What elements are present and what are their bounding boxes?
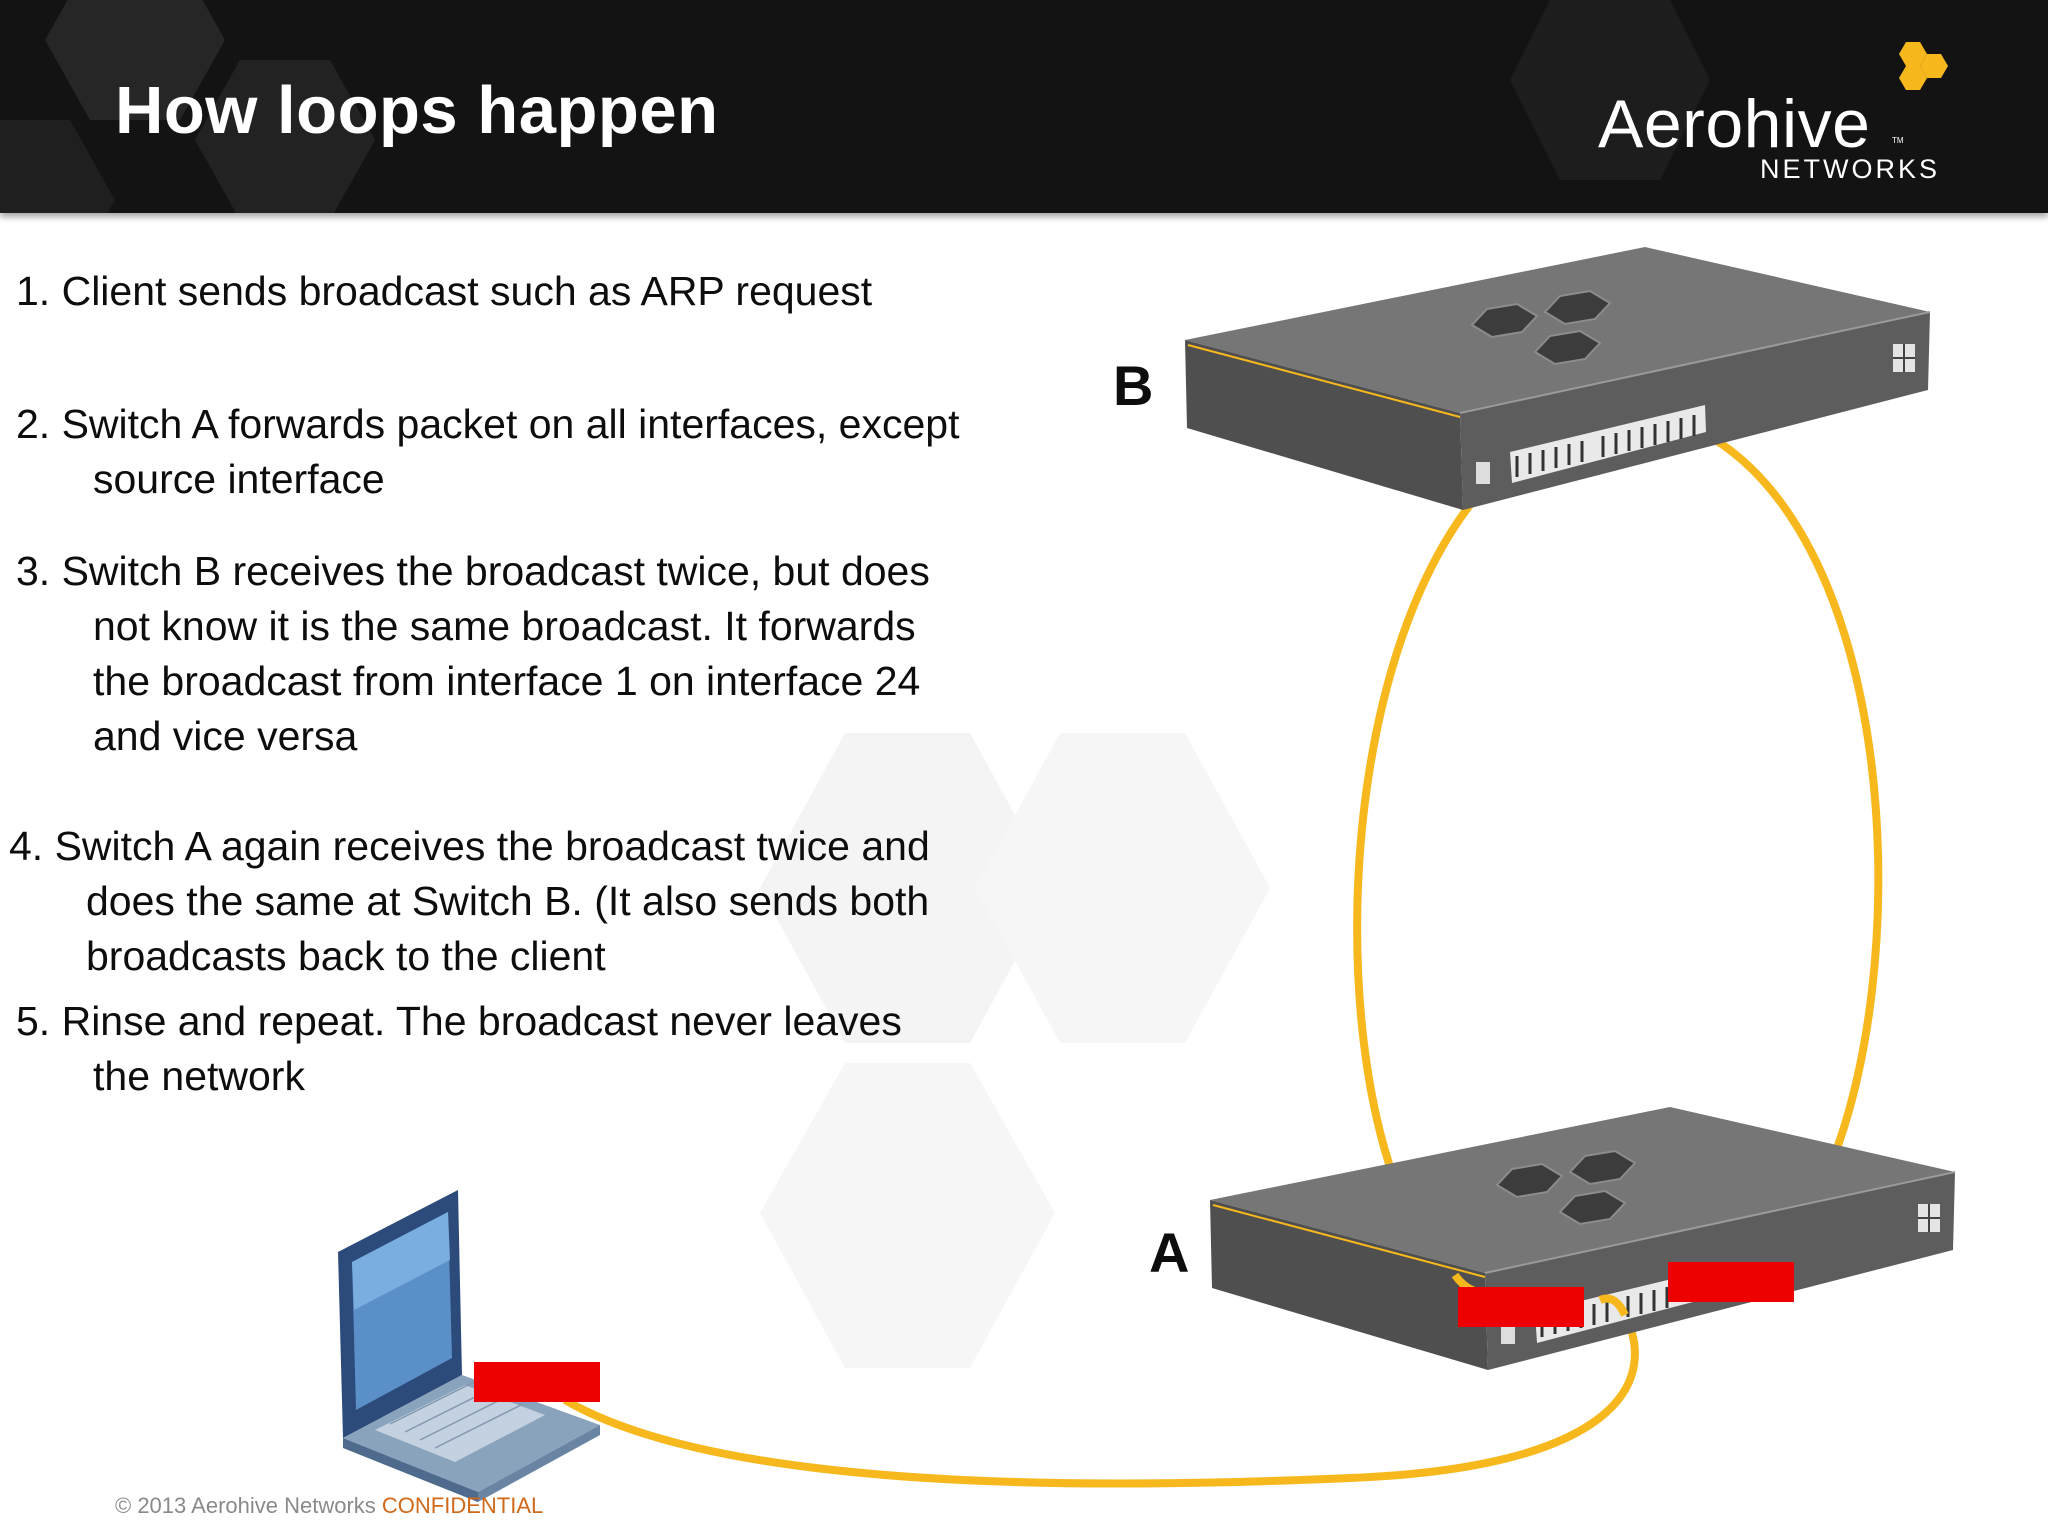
logo-wordmark: Aerohive <box>1598 86 1871 162</box>
switch-a-port-highlight-right <box>1668 1262 1794 1302</box>
step-3-continuation: not know it is the same broadcast. It fo… <box>93 603 916 649</box>
client-port-highlight <box>474 1362 600 1402</box>
switch-b <box>1185 247 1931 510</box>
step-1: 1. Client sends broadcast such as ARP re… <box>16 264 872 319</box>
step-2: 2. Switch A forwards packet on all inter… <box>16 397 959 507</box>
logo-hex-icon <box>1899 42 1948 90</box>
step-5-continuation: the network <box>93 1053 305 1099</box>
header-bar: How loops happen Aerohive TM NETWORKS <box>0 0 2048 213</box>
step-4-text: 4. Switch A again receives the broadcast… <box>9 823 930 869</box>
step-5-text: 5. Rinse and repeat. The broadcast never… <box>16 998 902 1044</box>
step-1-text: 1. Client sends broadcast such as ARP re… <box>16 268 873 314</box>
footer-confidential: CONFIDENTIAL <box>381 1493 544 1518</box>
logo-tm: TM <box>1892 136 1904 145</box>
switch-a-port-highlight-left <box>1458 1287 1584 1327</box>
laptop-client <box>338 1190 600 1502</box>
header-hex-pattern <box>0 0 1710 213</box>
footer-copyright-text: © 2013 Aerohive Networks <box>115 1493 376 1518</box>
client-cable <box>562 1313 1639 1488</box>
step-4-continuation: broadcasts back to the client <box>86 933 606 979</box>
step-3: 3. Switch B receives the broadcast twice… <box>16 544 930 764</box>
page-title: How loops happen <box>115 73 719 148</box>
footer-copyright: © 2013 Aerohive Networks CONFIDENTIAL <box>115 1493 543 1519</box>
step-3-text: 3. Switch B receives the broadcast twice… <box>16 548 930 594</box>
switch-b-label: B <box>1113 354 1154 417</box>
step-5: 5. Rinse and repeat. The broadcast never… <box>16 994 902 1104</box>
aerohive-logo: Aerohive TM NETWORKS <box>1590 35 1990 195</box>
step-3-continuation: the broadcast from interface 1 on interf… <box>93 658 921 704</box>
step-2-continuation: source interface <box>93 456 385 502</box>
step-3-continuation: and vice versa <box>93 713 358 759</box>
step-4: 4. Switch A again receives the broadcast… <box>9 819 930 984</box>
switch-a <box>1210 1107 1956 1370</box>
switch-a-label: A <box>1149 1221 1190 1284</box>
background-hex-pattern <box>760 733 1270 1368</box>
logo-subtitle: NETWORKS <box>1760 154 1941 184</box>
step-2-text: 2. Switch A forwards packet on all inter… <box>16 401 960 447</box>
step-4-continuation: does the same at Switch B. (It also send… <box>86 878 930 924</box>
